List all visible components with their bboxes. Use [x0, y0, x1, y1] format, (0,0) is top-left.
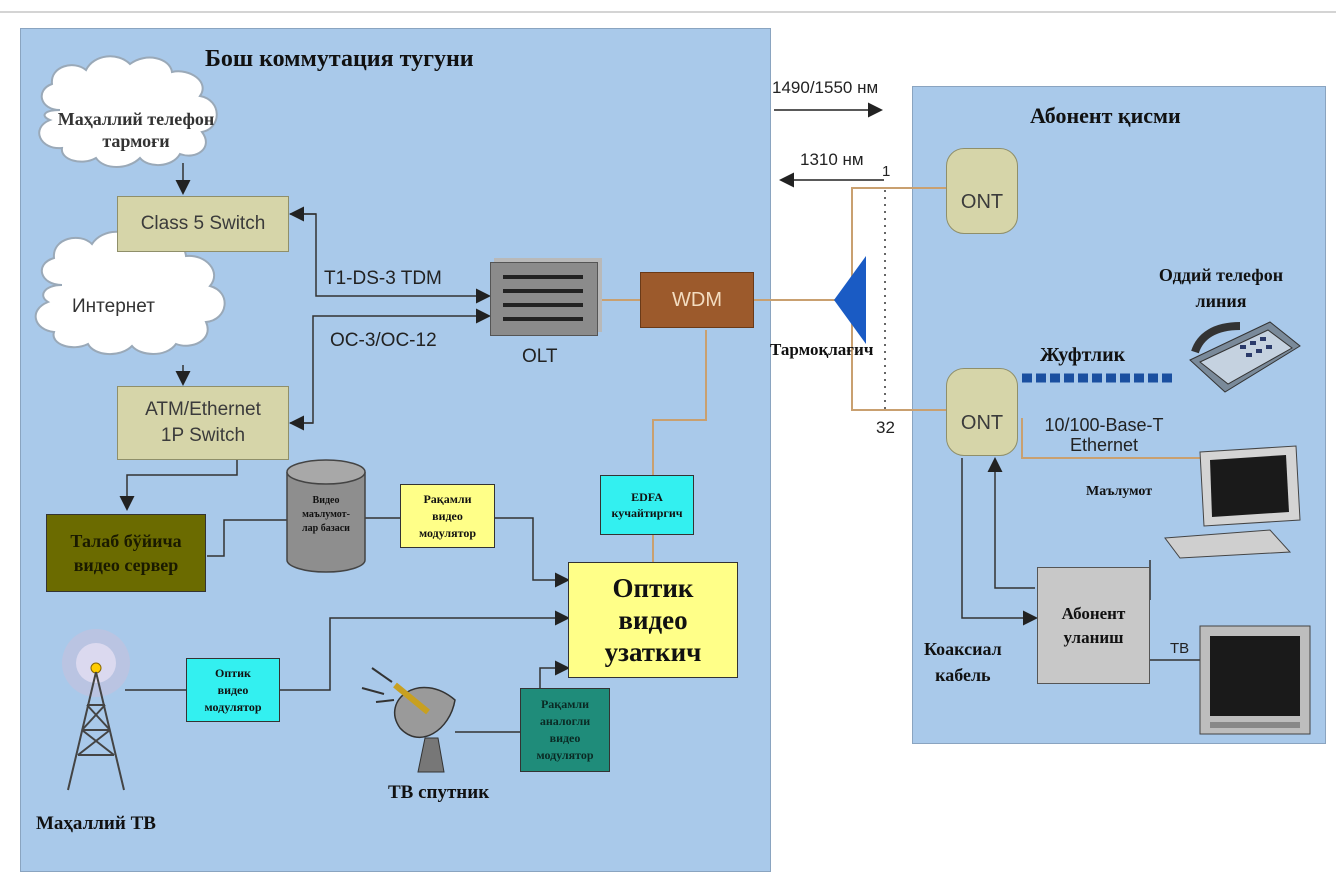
- class5-switch-label: Class 5 Switch: [140, 213, 266, 234]
- digital-video-modulator: Рақамли видео модулятор: [400, 484, 495, 548]
- data-label: Маълумот: [1086, 484, 1153, 499]
- subscriber-title: Абонент қисми: [1030, 103, 1181, 128]
- optic-modulator-line2: видео: [217, 682, 249, 697]
- atm-switch-label-line1: ATM/Ethernet: [145, 399, 261, 420]
- optic-video-transmitter: Оптик видео узаткич: [568, 562, 738, 678]
- coax-label: Коаксиал кабель: [924, 636, 1002, 688]
- ont-bottom-label: ONT: [960, 411, 1004, 434]
- olt-slot: [503, 289, 583, 293]
- analog-modulator-line3: видео: [549, 731, 581, 745]
- subscriber-connection-line2: уланиш: [1063, 627, 1124, 647]
- digital-modulator-line1: Рақамли: [423, 491, 472, 506]
- video-server-label-line1: Талаб бўйича: [70, 531, 182, 551]
- olt-slot: [503, 317, 583, 321]
- ont-top-label: ONT: [960, 190, 1004, 213]
- atm-switch-label-line2: 1P Switch: [160, 425, 246, 446]
- ethernet-line1: 10/100-Base-T: [1044, 415, 1164, 435]
- coax-line1: Коаксиал: [924, 639, 1002, 659]
- analog-modulator-line2: аналогли: [539, 714, 591, 728]
- atm-ethernet-switch: ATM/Ethernet 1P Switch: [117, 386, 289, 460]
- central-office-title: Бош коммутация тугуни: [205, 46, 474, 72]
- optic-video-modulator: Оптик видео модулятор: [186, 658, 280, 722]
- transmitter-line1: Оптик: [612, 573, 694, 603]
- video-db-line2: маълумот-: [302, 509, 350, 520]
- edfa-label-line2: кучайтиргич: [611, 506, 683, 520]
- olt-label: OLT: [522, 346, 558, 367]
- class5-switch: Class 5 Switch: [117, 196, 289, 252]
- phone-line-label: Оддий телефон линия: [1136, 262, 1306, 314]
- port-first-label: 1: [882, 163, 891, 180]
- upstream-wavelength-label: 1310 нм: [800, 150, 864, 169]
- wdm-label: WDM: [672, 288, 722, 311]
- oc-link-label: OC-3/OC-12: [330, 330, 437, 351]
- splitter-label: Тармоқлағич: [770, 340, 874, 359]
- analog-modulator-line4: модулятор: [536, 748, 594, 762]
- internet-label: Интернет: [72, 296, 155, 317]
- video-server-label-line2: видео сервер: [73, 555, 179, 575]
- optic-modulator-line1: Оптик: [215, 665, 251, 680]
- olt-slot: [503, 275, 583, 279]
- olt-slot: [503, 303, 583, 307]
- coax-line2: кабель: [935, 665, 991, 685]
- video-db-line1: Видео: [312, 495, 340, 506]
- transmitter-line3: узаткич: [604, 637, 702, 667]
- digital-modulator-line2: видео: [432, 508, 463, 523]
- analog-video-modulator: Рақамли аналогли видео модулятор: [520, 688, 610, 772]
- port-last-label: 32: [876, 418, 895, 437]
- ethernet-line2: Ethernet: [1069, 435, 1139, 455]
- olt-device: [490, 262, 598, 336]
- twisted-pair-label: Жуфтлик: [1040, 344, 1126, 366]
- phone-line-line2: линия: [1195, 291, 1247, 311]
- video-on-demand-server: Талаб бўйича видео сервер: [46, 514, 206, 592]
- subscriber-connection-box: Абонент уланиш: [1037, 567, 1150, 684]
- optic-modulator-line3: модулятор: [204, 699, 262, 714]
- ont-top: ONT: [946, 148, 1018, 234]
- analog-modulator-line1: Рақамли: [540, 697, 590, 711]
- video-database-label: Видео маълумот- лар базаси: [287, 494, 365, 536]
- ethernet-label: 10/100-Base-T Ethernet: [1034, 415, 1174, 455]
- transmitter-line2: видео: [618, 605, 688, 635]
- edfa-amplifier: EDFA кучайтиргич: [600, 475, 694, 535]
- tv-satellite-label: ТВ спутник: [388, 782, 490, 803]
- ont-bottom: ONT: [946, 368, 1018, 456]
- tdm-link-label: T1-DS-3 TDM: [324, 268, 442, 289]
- video-db-line3: лар базаси: [302, 523, 350, 534]
- downstream-wavelength-label: 1490/1550 нм: [772, 78, 879, 97]
- subscriber-connection-line1: Абонент: [1061, 603, 1126, 623]
- local-phone-network-label: Маҳаллий телефон тармоғи: [57, 109, 215, 151]
- edfa-label-line1: EDFA: [631, 490, 663, 504]
- local-tv-label: Маҳаллий ТВ: [36, 813, 156, 834]
- wdm-box: WDM: [640, 272, 754, 328]
- phone-line-line1: Оддий телефон: [1158, 265, 1284, 285]
- digital-modulator-line3: модулятор: [418, 525, 477, 540]
- tv-link-label: ТВ: [1170, 640, 1190, 657]
